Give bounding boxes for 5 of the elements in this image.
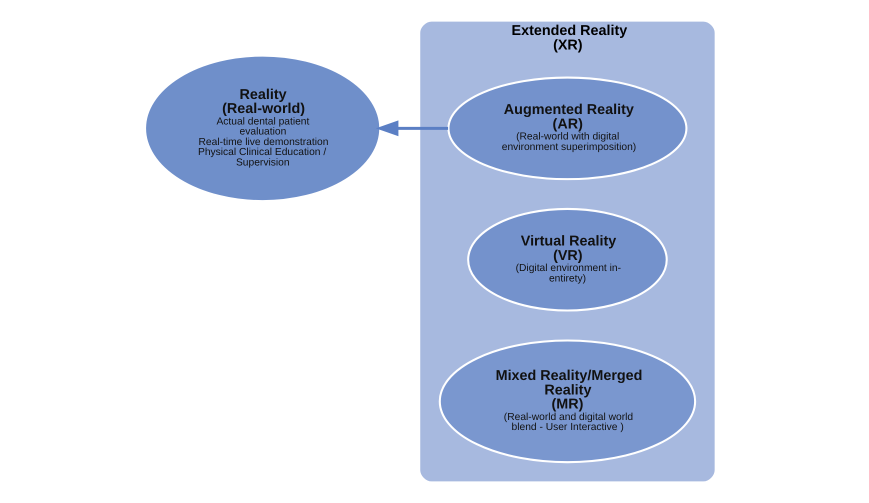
arrow (376, 120, 448, 136)
node-ellipse: Augmented Reality (AR) (Real-world with digital environment superimposition) (447, 76, 688, 180)
node-ellipse: Mixed Reality/Merged Reality (MR) (Real-world and digital world blend - User Interactive ) (438, 339, 696, 464)
node-ellipse: Virtual Reality (VR) (Digital environment in-entirety) (467, 208, 668, 312)
node-ellipse: Reality (Real-world) Actual dental patient evaluation Real-time live demonstration Physical Clinical Education / Supervision (144, 54, 382, 202)
